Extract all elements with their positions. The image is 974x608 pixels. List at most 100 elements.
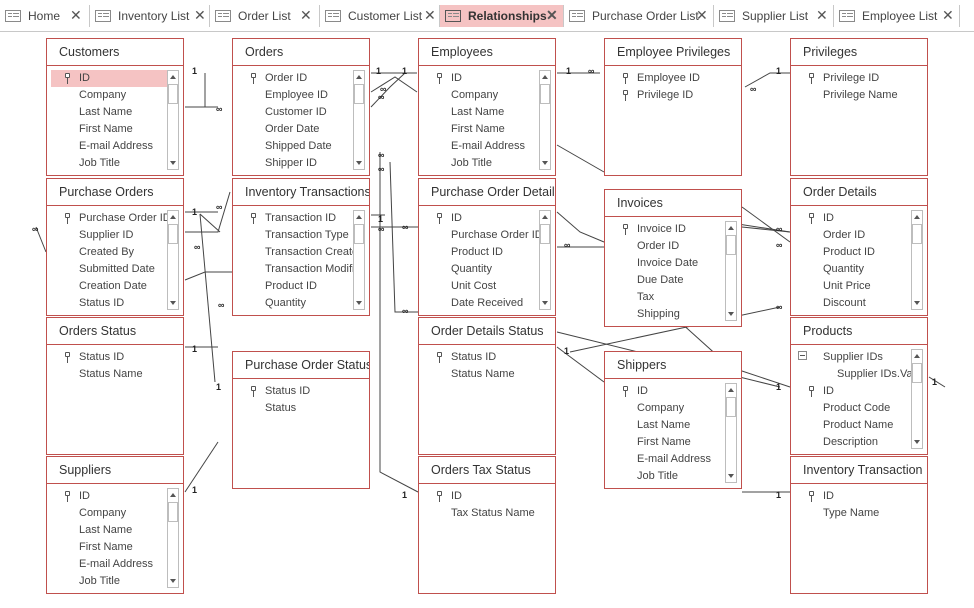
field-row[interactable]: Employee ID — [237, 87, 353, 104]
field-row[interactable]: ID — [423, 210, 539, 227]
close-tab-icon[interactable]: ✕ — [424, 7, 436, 23]
field-row[interactable]: First Name — [51, 121, 167, 138]
tab-home[interactable]: Home✕ — [0, 5, 90, 27]
field-row[interactable]: Transaction Created — [237, 244, 353, 261]
tab-order-list[interactable]: Order List✕ — [210, 5, 320, 27]
field-row[interactable]: Job Title — [51, 155, 167, 170]
vertical-scrollbar[interactable] — [353, 210, 365, 310]
field-row[interactable]: Transaction Type — [237, 227, 353, 244]
field-row[interactable]: Product Name — [795, 417, 911, 434]
scroll-down-icon[interactable] — [912, 436, 922, 448]
relationship-line[interactable] — [185, 191, 231, 233]
table-title[interactable]: Suppliers — [47, 457, 183, 484]
field-row[interactable]: Created By — [51, 244, 167, 261]
field-row[interactable]: E-mail Address — [51, 556, 167, 573]
field-row[interactable]: Order Date — [237, 121, 353, 138]
scroll-down-icon[interactable] — [354, 297, 364, 309]
scroll-up-icon[interactable] — [168, 489, 178, 501]
field-row[interactable]: Company — [609, 400, 725, 417]
scroll-down-icon[interactable] — [168, 157, 178, 169]
vertical-scrollbar[interactable] — [167, 210, 179, 310]
relationship-line[interactable] — [744, 72, 790, 88]
field-row[interactable]: Product Code — [795, 400, 911, 417]
field-row[interactable]: Unit Price — [795, 278, 911, 295]
relationship-line[interactable] — [556, 144, 605, 173]
scroll-thumb[interactable] — [168, 502, 178, 522]
scroll-thumb[interactable] — [912, 363, 922, 383]
relationship-line[interactable] — [199, 213, 216, 383]
table-title[interactable]: Order Details — [791, 179, 927, 206]
scroll-thumb[interactable] — [354, 84, 364, 104]
field-row[interactable]: Tax — [609, 289, 725, 306]
table-title[interactable]: Products — [791, 318, 927, 345]
field-row[interactable]: ID — [51, 488, 167, 505]
field-row[interactable]: Product ID — [423, 244, 539, 261]
vertical-scrollbar[interactable] — [167, 488, 179, 588]
scroll-thumb[interactable] — [168, 224, 178, 244]
field-row[interactable]: Submitted Date — [51, 261, 167, 278]
field-row[interactable]: Employee ID — [609, 70, 725, 87]
tab-relationships[interactable]: Relationships✕ — [440, 5, 564, 27]
field-row[interactable]: ID — [795, 488, 911, 505]
field-row[interactable]: Shipped Date — [237, 138, 353, 155]
field-row[interactable]: Supplier IDs — [795, 349, 911, 366]
tab-purchase-order-list[interactable]: Purchase Order List✕ — [564, 5, 714, 27]
table-title[interactable]: Orders — [233, 39, 369, 66]
field-row[interactable]: Quantity — [423, 261, 539, 278]
field-row[interactable]: Purchase Order ID — [423, 227, 539, 244]
table-title[interactable]: Customers — [47, 39, 183, 66]
field-row[interactable]: Last Name — [609, 417, 725, 434]
scroll-up-icon[interactable] — [168, 71, 178, 83]
field-row[interactable]: Shipper ID — [237, 155, 353, 170]
relationship-line[interactable] — [184, 441, 219, 493]
field-row[interactable]: Status Name — [423, 366, 539, 383]
close-tab-icon[interactable]: ✕ — [942, 7, 954, 23]
field-row[interactable]: Transaction ID — [237, 210, 353, 227]
table-title[interactable]: Order Details Status — [419, 318, 555, 345]
field-row[interactable]: Privilege ID — [795, 70, 911, 87]
field-row[interactable]: Product ID — [237, 278, 353, 295]
relationship-line[interactable] — [389, 161, 418, 313]
scroll-thumb[interactable] — [540, 84, 550, 104]
field-row[interactable]: Shipping — [609, 306, 725, 321]
scroll-thumb[interactable] — [540, 224, 550, 244]
scroll-down-icon[interactable] — [540, 157, 550, 169]
scroll-down-icon[interactable] — [540, 297, 550, 309]
vertical-scrollbar[interactable] — [167, 70, 179, 170]
tab-employee-list[interactable]: Employee List✕ — [834, 5, 960, 27]
field-row[interactable]: Description — [795, 434, 911, 449]
scroll-up-icon[interactable] — [726, 222, 736, 234]
field-row[interactable]: Last Name — [423, 104, 539, 121]
relationship-line[interactable] — [370, 76, 418, 93]
table-title[interactable]: Orders Tax Status — [419, 457, 555, 484]
close-tab-icon[interactable]: ✕ — [816, 7, 828, 23]
relationship-line[interactable] — [35, 226, 47, 253]
scroll-down-icon[interactable] — [168, 297, 178, 309]
relationship-line[interactable] — [379, 152, 419, 493]
field-row[interactable]: ID — [51, 70, 167, 87]
field-row[interactable]: First Name — [609, 434, 725, 451]
field-row[interactable]: E-mail Address — [423, 138, 539, 155]
field-row[interactable]: Discount — [795, 295, 911, 310]
relationship-line[interactable] — [370, 72, 417, 108]
field-row[interactable]: Company — [51, 505, 167, 522]
tab-supplier-list[interactable]: Supplier List✕ — [714, 5, 834, 27]
field-row[interactable]: Status — [237, 400, 353, 417]
close-tab-icon[interactable]: ✕ — [546, 7, 558, 23]
field-row[interactable]: Status ID — [237, 383, 353, 400]
field-row[interactable]: Product ID — [795, 244, 911, 261]
field-row[interactable]: Quantity — [237, 295, 353, 310]
table-title[interactable]: Purchase Order Details — [419, 179, 555, 206]
field-row[interactable]: First Name — [423, 121, 539, 138]
vertical-scrollbar[interactable] — [725, 221, 737, 321]
field-row[interactable]: Status Name — [51, 366, 167, 383]
field-row[interactable]: Due Date — [609, 272, 725, 289]
table-title[interactable]: Inventory Transaction ... — [791, 457, 927, 484]
scroll-up-icon[interactable] — [354, 211, 364, 223]
